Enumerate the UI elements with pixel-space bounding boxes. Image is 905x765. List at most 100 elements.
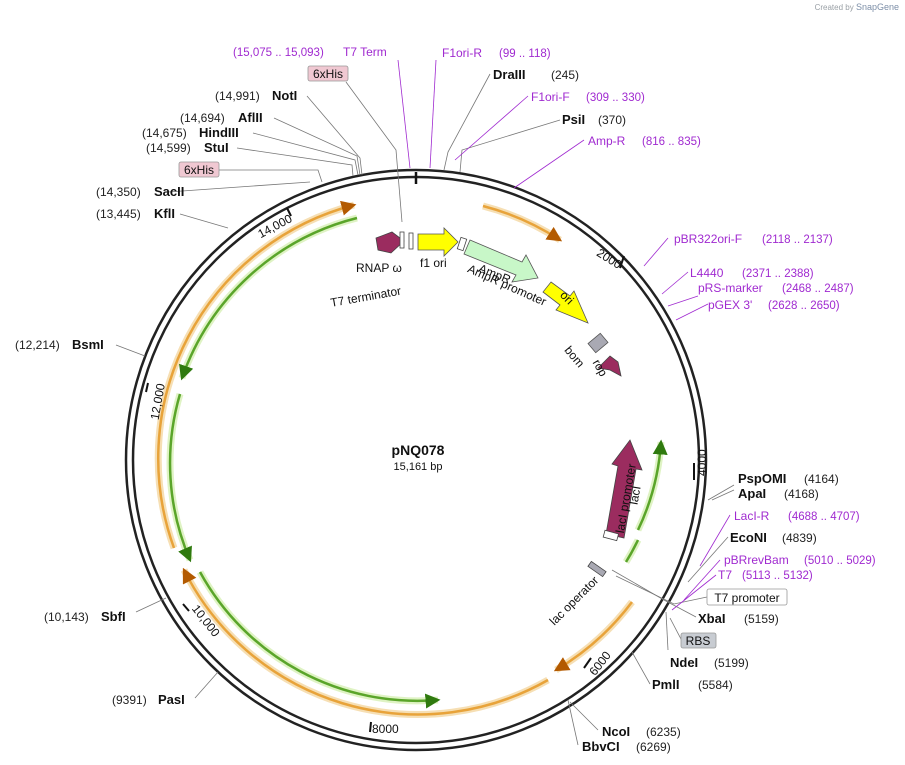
tick-label-6000: 6000	[586, 648, 614, 678]
site-pos-pasi: (9391)	[112, 693, 147, 707]
site-pos-draiii: (245)	[551, 68, 579, 82]
tick-label-4000: 4000	[695, 449, 709, 476]
box-label-6xhis-left[interactable]: 6xHis	[184, 163, 214, 177]
site-pos-apai: (4168)	[784, 487, 819, 501]
site-pos-pmli: (5584)	[698, 678, 733, 692]
site-name-pspomi[interactable]: PspOMI	[738, 471, 786, 486]
box-t7-promoter	[706, 588, 788, 606]
credit-brand: SnapGene	[855, 2, 899, 12]
lac-operator-feature	[587, 560, 607, 578]
primer-range-t7term: (15,075 .. 15,093)	[233, 47, 324, 59]
primer-name-amp-r[interactable]: Amp-R	[588, 134, 626, 148]
box-6xhis-top	[307, 65, 349, 82]
primer-range-prs-marker: (2468 .. 2487)	[782, 283, 854, 295]
snapgene-credit: Created by SnapGene	[815, 2, 899, 12]
site-name-sbfi[interactable]: SbfI	[101, 609, 126, 624]
site-pos-hindiii: (14,675)	[142, 126, 187, 140]
feature-label-t7-terminator: T7 terminator	[329, 284, 402, 310]
f1-ori-feature	[417, 227, 459, 257]
feature-label-laci: lacI	[627, 485, 644, 506]
primer-name-pbr322ori-f[interactable]: pBR322ori-F	[674, 232, 742, 246]
primer-range-l4440: (2371 .. 2388)	[742, 268, 814, 280]
site-pos-ncoi: (6235)	[646, 725, 681, 739]
cds-arcs	[166, 214, 668, 709]
laci-promoter-feature	[602, 529, 620, 542]
primer-name-pbrrevbam[interactable]: pBRrevBam	[724, 553, 789, 567]
t7-terminator-feature	[399, 231, 405, 249]
primer-name-pgex3[interactable]: pGEX 3'	[708, 298, 752, 312]
primer-range-pbr322ori-f: (2118 .. 2137)	[762, 234, 833, 246]
primer-range-pbrrevbam: (5010 .. 5029)	[804, 555, 876, 567]
site-name-psii[interactable]: PsiI	[562, 112, 585, 127]
site-name-draiii[interactable]: DraIII	[493, 67, 526, 82]
rop-feature	[597, 355, 622, 377]
site-name-econi[interactable]: EcoNI	[730, 530, 767, 545]
tick-label-2000: 2000	[594, 246, 624, 272]
site-name-pmli[interactable]: PmlI	[652, 677, 679, 692]
site-pos-ndei: (5199)	[714, 656, 749, 670]
primer-range-amp-r: (816 .. 835)	[642, 136, 701, 148]
box-6xhis-left	[178, 161, 220, 178]
site-name-xbai[interactable]: XbaI	[698, 611, 725, 626]
site-pos-psii: (370)	[598, 113, 626, 127]
credit-prefix: Created by	[814, 3, 854, 12]
primer-name-prs-marker[interactable]: pRS-marker	[698, 281, 763, 295]
leader-lines-primers	[397, 59, 731, 611]
site-name-aflii[interactable]: AflII	[238, 110, 263, 125]
site-name-ndei[interactable]: NdeI	[670, 655, 698, 670]
site-pos-sbfi: (10,143)	[44, 610, 89, 624]
orf-arcs	[154, 200, 635, 718]
site-pos-econi: (4839)	[782, 531, 817, 545]
bom-feature	[587, 332, 609, 354]
site-pos-aflii: (14,694)	[180, 111, 225, 125]
site-pos-bbvci: (6269)	[636, 740, 671, 754]
site-name-bbvci[interactable]: BbvCI	[582, 739, 620, 754]
primer-name-f1ori-f[interactable]: F1ori-F	[531, 90, 570, 104]
plasmid-name: pNQ078	[392, 442, 445, 458]
site-pos-noti: (14,991)	[215, 89, 260, 103]
t7-terminator-feature-2	[408, 232, 414, 250]
tick-marks	[145, 207, 695, 733]
primer-name-t7[interactable]: T7	[718, 568, 732, 582]
site-pos-pspomi: (4164)	[804, 472, 839, 486]
plasmid-length: 15,161 bp	[394, 461, 443, 473]
primer-name-l4440[interactable]: L4440	[690, 266, 724, 280]
site-name-hindiii[interactable]: HindIII	[199, 125, 239, 140]
box-label-t7-promoter[interactable]: T7 promoter	[714, 591, 779, 605]
leader-lines-left	[115, 81, 403, 699]
box-rbs	[680, 632, 717, 649]
tick-label-8000: 8000	[372, 722, 399, 736]
primer-range-t7: (5113 .. 5132)	[742, 570, 813, 582]
primer-name-laci-r[interactable]: LacI-R	[734, 509, 770, 523]
primer-range-laci-r: (4688 .. 4707)	[788, 511, 860, 523]
rnap-omega-feature	[375, 231, 405, 254]
laci-feature	[605, 439, 643, 539]
site-pos-stui: (14,599)	[146, 141, 191, 155]
feature-label-f1-ori: f1 ori	[420, 256, 447, 270]
site-name-noti[interactable]: NotI	[272, 88, 297, 103]
site-name-kfli[interactable]: KflI	[154, 206, 175, 221]
site-pos-bsmi: (12,214)	[15, 338, 60, 352]
site-name-bsmi[interactable]: BsmI	[72, 337, 104, 352]
box-label-rbs[interactable]: RBS	[686, 634, 711, 648]
ori-feature	[542, 281, 589, 324]
site-name-ncoi[interactable]: NcoI	[602, 724, 630, 739]
feature-label-rnap: RNAP ω	[356, 261, 402, 275]
box-label-6xhis-top[interactable]: 6xHis	[313, 67, 343, 81]
ampr-promoter-feature	[456, 236, 468, 252]
primer-name-f1ori-r[interactable]: F1ori-R	[442, 46, 482, 60]
primer-range-pgex3: (2628 .. 2650)	[768, 300, 840, 312]
site-name-apai[interactable]: ApaI	[738, 486, 766, 501]
site-name-sacii[interactable]: SacII	[154, 184, 184, 199]
site-name-stui[interactable]: StuI	[204, 140, 229, 155]
feature-label-bom: bom	[562, 343, 588, 370]
leader-lines-right	[443, 73, 735, 746]
primer-range-f1ori-f: (309 .. 330)	[586, 92, 645, 104]
site-name-pasi[interactable]: PasI	[158, 692, 185, 707]
feature-label-lac-operator: lac operator	[547, 573, 602, 628]
primer-name-t7term[interactable]: T7 Term	[343, 45, 387, 59]
primer-range-f1ori-r: (99 .. 118)	[499, 48, 551, 60]
ampr-feature	[463, 239, 539, 283]
site-pos-sacii: (14,350)	[96, 185, 141, 199]
